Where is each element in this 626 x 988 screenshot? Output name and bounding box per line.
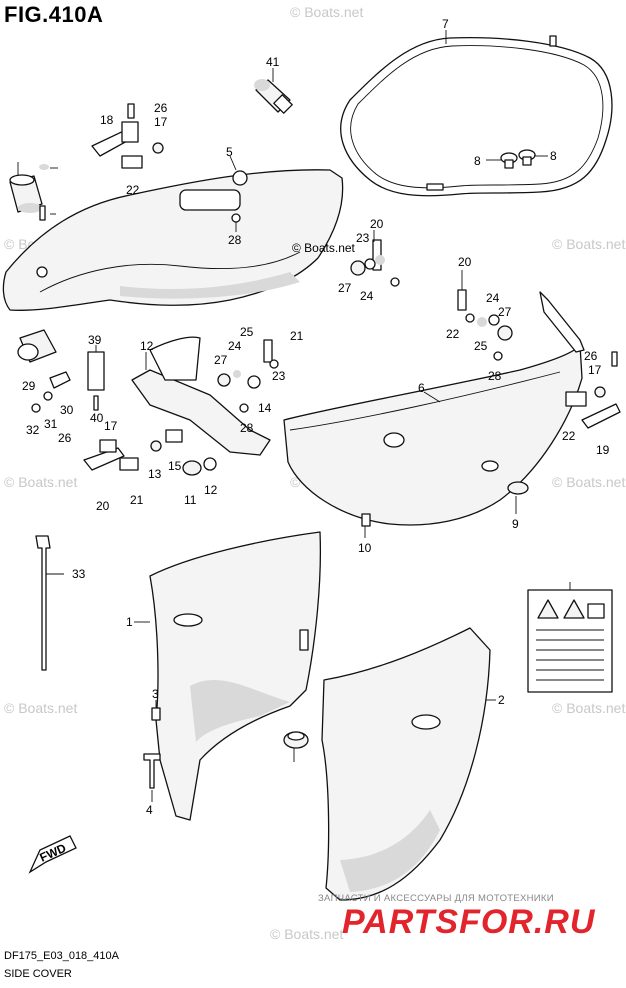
callout-20: 21 (290, 329, 304, 343)
watermark: © Boats.net (552, 236, 626, 252)
figure-code: DF175_E03_018_410A (4, 950, 119, 962)
fwd-arrow: FWD (28, 835, 77, 874)
partsfor-tagline: ЗАПЧАСТИ И АКСЕССУАРЫ ДЛЯ МОТОТЕХНИКИ (318, 893, 554, 904)
callout-19: 19 (596, 443, 610, 457)
watermark: © Boats.net (4, 474, 78, 490)
callout-29: 29 (22, 379, 36, 393)
callout-2: 2 (498, 693, 505, 707)
callout-27: 27 (338, 281, 352, 295)
callout-16: 15 (168, 459, 182, 473)
callout-31: 31 (44, 417, 58, 431)
callout-30: 30 (60, 403, 74, 417)
callout-25: 24 (360, 289, 374, 303)
callout-15: 14 (258, 401, 272, 415)
callout-28: 28 (488, 369, 502, 383)
callout-35: 40 (90, 411, 104, 425)
callout-20: 20 (370, 217, 384, 231)
callout-8: 8 (474, 154, 481, 168)
watermark: © Boats.net (4, 700, 78, 716)
callout-14: 13 (148, 467, 162, 481)
callout-27: 27 (498, 305, 512, 319)
callout-21: 20 (96, 499, 110, 513)
callout-26: 26 (154, 101, 168, 115)
callout-9: 9 (512, 517, 519, 531)
callout-26: 26 (58, 431, 72, 445)
watermark-dark: © Boats.net (292, 241, 356, 255)
callout-17: 17 (104, 419, 118, 433)
part-cluster-left (17, 329, 105, 413)
watermark: © Boats.net (552, 700, 626, 716)
callout-28: 28 (228, 233, 242, 247)
part-grommet-9 (507, 481, 529, 495)
callout-3: 3 (152, 687, 159, 701)
part-right-panel (283, 291, 585, 526)
partsfor-logo: PARTSFOR.RU (342, 903, 596, 941)
callout-24: 24 (228, 339, 242, 353)
leader-lines (17, 30, 571, 802)
callout-22: 21 (130, 493, 144, 507)
callout-23: 23 (272, 369, 286, 383)
part-bolt-3 (151, 707, 161, 721)
callout-6: 6 (418, 381, 425, 395)
callout-10: 10 (358, 541, 372, 555)
callout-25: 25 (240, 325, 254, 339)
watermark: © Boats.net (290, 4, 364, 20)
part-bolt-4 (143, 753, 161, 789)
callout-8: 8 (550, 149, 557, 163)
watermark: © Boats.net (552, 474, 626, 490)
callout-17: 17 (588, 363, 602, 377)
callout-22: 22 (126, 183, 140, 197)
part-latch-right (565, 351, 621, 429)
figure-title: FIG.410A (4, 2, 104, 27)
callout-13: 12 (140, 339, 154, 353)
callout-12: 12 (204, 483, 218, 497)
part-cluster-right (457, 289, 513, 361)
figure-name: SIDE COVER (4, 968, 72, 980)
part-warning-label (527, 589, 613, 693)
part-latch-upper (91, 103, 164, 169)
callout-33: 33 (72, 567, 86, 581)
callout-5: 5 (226, 145, 233, 159)
part-upper-cover (2, 169, 344, 311)
callout-24: 24 (486, 291, 500, 305)
callout-22: 22 (562, 429, 576, 443)
part-grommet-39 (9, 174, 43, 213)
part-lower-cover-left (149, 531, 322, 821)
part-bolt-10 (361, 513, 371, 527)
watermark: © Boats.net (270, 926, 344, 942)
part-grommet-37 (283, 731, 309, 749)
callout-18: 18 (100, 113, 114, 127)
callout-4: 4 (146, 803, 153, 817)
part-lower-cover-right (321, 627, 491, 901)
callout-11: 11 (184, 493, 197, 507)
callout-24: 23 (356, 231, 370, 245)
callout-23: 22 (446, 327, 460, 341)
part-lower-bracket (131, 336, 271, 456)
callout-25: 25 (474, 339, 488, 353)
part-grommets (500, 149, 536, 169)
part-clip-40 (39, 205, 46, 221)
part-cluster-upper (231, 213, 400, 287)
part-cable-tie (35, 535, 51, 671)
callout-7: 7 (442, 17, 449, 31)
callout-28: 28 (240, 421, 254, 435)
part-plug (254, 79, 293, 114)
callout-1: 1 (126, 615, 133, 629)
fwd-label: FWD (38, 841, 69, 865)
callout-27: 27 (214, 353, 228, 367)
callout-32: 32 (26, 423, 40, 437)
part-nut-41 (39, 164, 49, 170)
callout-labels: 7 8 8 41 26 18 17 22 5 28 20 23 27 24 20… (22, 17, 610, 817)
callout-20: 20 (458, 255, 472, 269)
part-cluster-lower (83, 339, 279, 476)
callout-36: 41 (266, 55, 280, 69)
callout-26: 26 (584, 349, 598, 363)
part-seal-ring (340, 35, 613, 197)
callout-34: 39 (88, 333, 102, 347)
callout-17: 17 (154, 115, 168, 129)
